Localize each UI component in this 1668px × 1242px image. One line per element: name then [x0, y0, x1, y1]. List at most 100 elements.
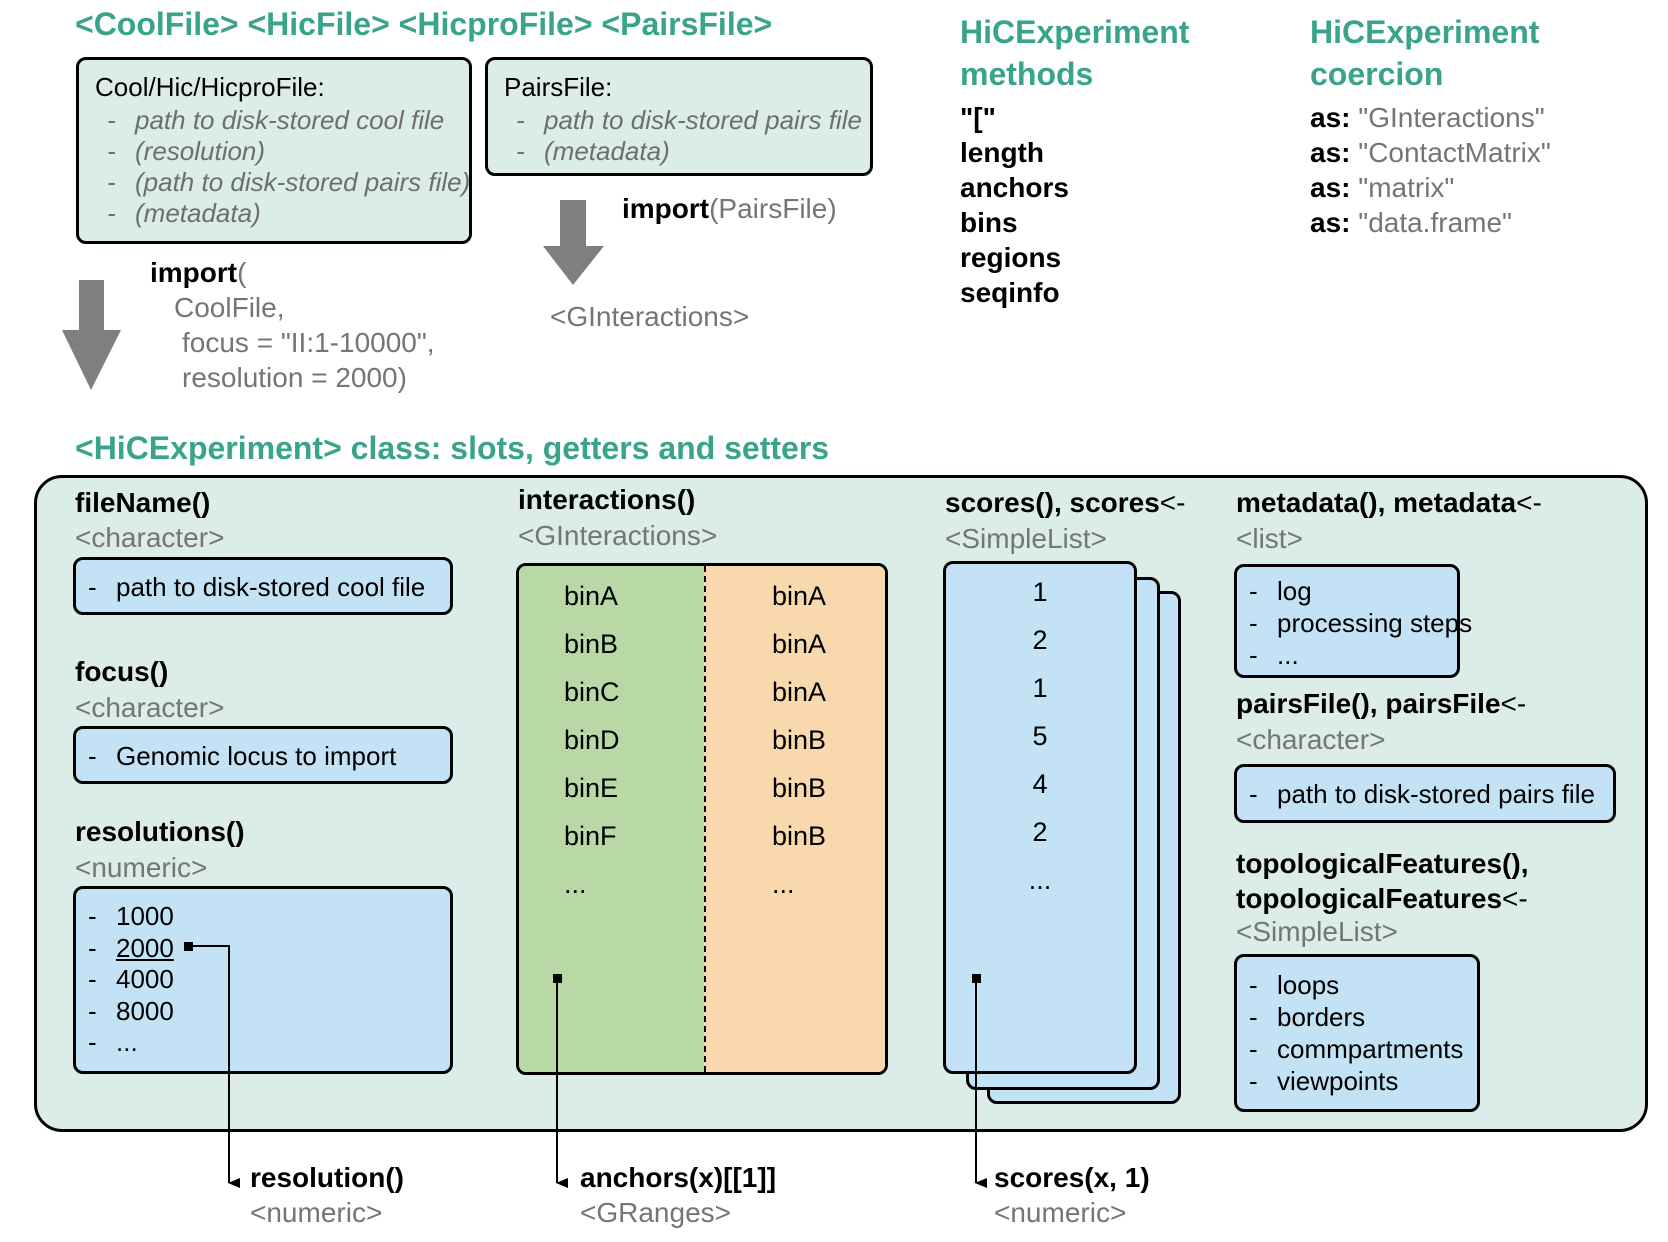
bin-label: ...	[564, 869, 587, 899]
cool-file-box-title: Cool/Hic/HicproFile:	[95, 72, 325, 102]
import-paren: (	[237, 257, 247, 288]
pairsfile-getter: pairsFile(), pairsFile	[1236, 688, 1501, 719]
score-value: 1	[1032, 673, 1048, 703]
pairsfile-slot-box: path to disk-stored pairs file	[1234, 764, 1616, 823]
pairs-file-box-title: PairsFile:	[504, 72, 613, 102]
import-pairs-arg: (PairsFile)	[709, 193, 837, 224]
pairsfile-setter-arrow: <-	[1500, 688, 1527, 719]
scores-getter: scores(), scores	[945, 487, 1160, 518]
bin-label: binB	[772, 725, 827, 755]
interactions-type: <GInteractions>	[518, 520, 718, 551]
list-item: borders	[1237, 1001, 1477, 1033]
list-item: Genomic locus to import	[76, 741, 450, 772]
scores-type: <SimpleList>	[945, 523, 1107, 554]
anchor1-column	[519, 566, 704, 1072]
scores-connector	[972, 974, 987, 1188]
coercion-item: as: "ContactMatrix"	[1310, 135, 1551, 170]
import-cool-call: import( CoolFile, focus = "II:1-10000", …	[150, 255, 435, 395]
topofeatures-slot-box: loops borders commpartments viewpoints	[1234, 954, 1480, 1112]
resolution-output-type: <numeric>	[250, 1197, 383, 1228]
bin-label: binC	[564, 677, 620, 707]
list-item: commpartments	[1237, 1033, 1477, 1065]
import-pairs-call: import(PairsFile)	[622, 193, 837, 225]
topofeatures-getter: topologicalFeatures(),	[1236, 848, 1529, 879]
import-cool-arrow	[62, 280, 121, 390]
resolutions-slot-list: 1000 2000 4000 8000 ...	[76, 901, 450, 1059]
bin-label: binA	[772, 677, 827, 707]
anchors-connector	[553, 974, 568, 1188]
pairs-file-box-list: path to disk-stored pairs file (metadata…	[504, 105, 870, 167]
import-pairs-arrow	[543, 200, 604, 285]
list-item: 4000	[76, 964, 450, 996]
pairsfile-type: <character>	[1236, 724, 1386, 755]
import-arg-file: CoolFile,	[174, 292, 285, 323]
filename-slot-list: path to disk-stored cool file	[76, 572, 450, 603]
pairsfile-slot-list: path to disk-stored pairs file	[1237, 779, 1613, 810]
list-item: processing steps	[1237, 607, 1472, 639]
list-item: ...	[1237, 639, 1457, 671]
interactions-getter: interactions()	[518, 484, 696, 515]
list-item: ...	[76, 1027, 450, 1059]
focus-getter: focus()	[75, 656, 169, 687]
bin-label: ...	[772, 869, 795, 899]
coercion-item: as: "data.frame"	[1310, 205, 1551, 240]
coercion-item: as: "GInteractions"	[1310, 100, 1551, 135]
method-item: "["	[960, 102, 996, 133]
list-item: (resolution)	[95, 136, 469, 167]
list-item: path to disk-stored pairs file	[504, 105, 870, 136]
method-item: length	[960, 137, 1044, 168]
methods-list: "[" length anchors bins regions seqinfo	[960, 100, 1069, 310]
metadata-slot-list: log processing steps ...	[1237, 575, 1472, 671]
bin-label: binB	[772, 821, 827, 851]
bin-label: binD	[564, 725, 620, 755]
anchors-output-fn: anchors(x)[[1]]	[580, 1162, 777, 1193]
resolutions-slot-box: 1000 2000 4000 8000 ...	[73, 886, 453, 1074]
topofeatures-slot-list: loops borders commpartments viewpoints	[1237, 969, 1477, 1097]
coercion-item: as: "matrix"	[1310, 170, 1551, 205]
coercion-val: "matrix"	[1358, 172, 1455, 203]
pairsfile-getter-line: pairsFile(), pairsFile<-	[1236, 688, 1526, 720]
coercion-val: "data.frame"	[1358, 207, 1512, 238]
scores-output-fn: scores(x, 1)	[994, 1162, 1150, 1193]
topofeatures-setter-arrow: <-	[1502, 883, 1528, 914]
pairs-file-box: PairsFile: path to disk-stored pairs fil…	[485, 57, 873, 176]
coercion-title: HiCExperiment coercion	[1310, 14, 1540, 92]
list-item: (metadata)	[504, 136, 870, 167]
method-item: anchors	[960, 172, 1069, 203]
filename-getter: fileName()	[75, 487, 211, 518]
methods-title: HiCExperiment methods	[960, 14, 1190, 92]
coercion-kw: as:	[1310, 207, 1351, 238]
bin-label: binB	[564, 629, 619, 659]
list-item: (metadata)	[95, 198, 469, 229]
selected-resolution: 2000	[116, 932, 174, 963]
metadata-getter: metadata(), metadata	[1236, 487, 1517, 518]
resolution-connector	[184, 942, 240, 1188]
bin-label: binB	[772, 773, 827, 803]
scores-output-type: <numeric>	[994, 1197, 1127, 1228]
bin-label: binF	[564, 821, 617, 851]
score-value: 2	[1032, 817, 1048, 847]
list-item: viewpoints	[1237, 1065, 1477, 1097]
bin-label: binA	[564, 581, 619, 611]
list-item: 2000	[76, 933, 450, 965]
filename-slot-box: path to disk-stored cool file	[73, 557, 453, 615]
list-item: (path to disk-stored pairs file)	[95, 167, 470, 198]
import-arg-focus: focus = "II:1-10000",	[182, 327, 435, 358]
bin-label: binA	[772, 629, 827, 659]
resolutions-getter: resolutions()	[75, 816, 245, 847]
focus-slot-list: Genomic locus to import	[76, 741, 450, 772]
list-item: 8000	[76, 996, 450, 1028]
list-item: path to disk-stored pairs file	[1237, 779, 1613, 810]
coercion-kw: as:	[1310, 102, 1351, 133]
focus-type: <character>	[75, 692, 225, 723]
method-item: seqinfo	[960, 277, 1060, 308]
interactions-slot-box: binA binB binC binD binE binF ... binA b…	[516, 563, 888, 1075]
metadata-setter-arrow: <-	[1516, 487, 1542, 518]
focus-slot-box: Genomic locus to import	[73, 726, 453, 784]
import-pairs-result: <GInteractions>	[550, 301, 750, 332]
cool-file-box: Cool/Hic/HicproFile: path to disk-stored…	[76, 57, 472, 244]
filename-type: <character>	[75, 522, 225, 553]
anchor2-values: binA binA binA binB binB binB ...	[772, 572, 826, 908]
